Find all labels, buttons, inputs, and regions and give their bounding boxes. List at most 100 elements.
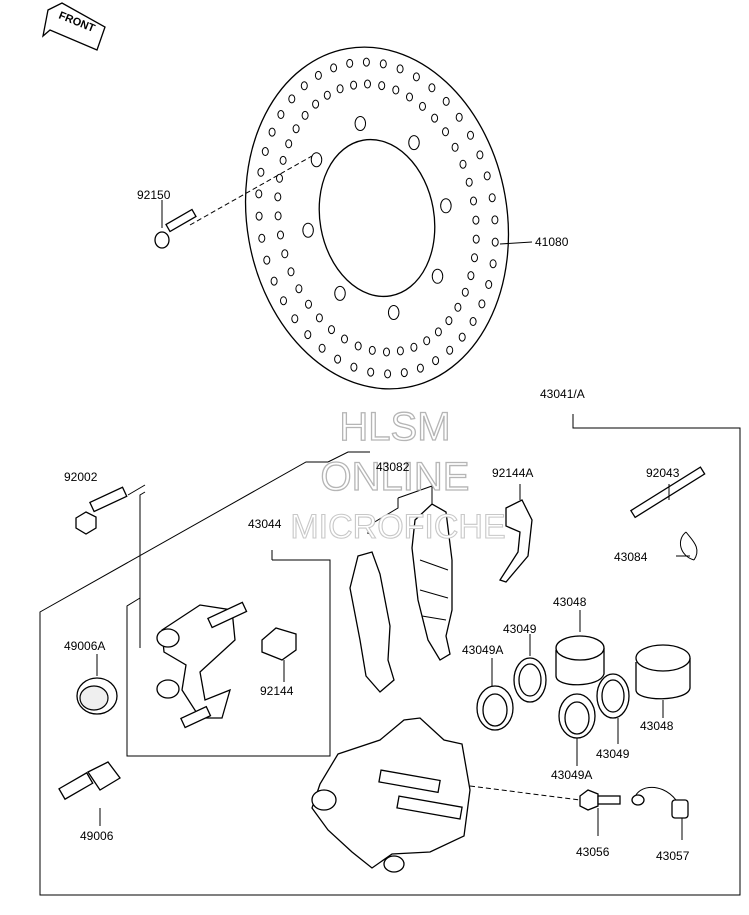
disc-vent-hole	[285, 139, 293, 149]
disc-vent-hole	[314, 70, 322, 80]
disc-vent-hole	[472, 215, 480, 225]
disc-bolt-hole	[310, 152, 323, 168]
disc-vent-hole	[472, 234, 480, 244]
piston-seal-b	[596, 673, 630, 744]
disc-vent-hole	[341, 334, 348, 344]
disc-vent-hole	[483, 171, 491, 181]
dust-seal-b	[558, 693, 596, 766]
disc-vent-hole	[465, 177, 473, 187]
disc-vent-hole	[263, 255, 271, 265]
anti-rattle-spring	[499, 484, 533, 583]
disc-vent-hole	[270, 276, 278, 286]
disc-vent-hole	[412, 72, 420, 82]
part-number-43049-upper: 43049	[503, 622, 537, 636]
disc-vent-hole	[291, 314, 299, 324]
part-number-43056: 43056	[576, 845, 610, 859]
disc-vent-hole	[318, 343, 326, 353]
disc-vent-hole	[367, 367, 375, 377]
part-number-43049A-upper: 43049A	[462, 643, 503, 657]
disc-vent-hole	[354, 341, 362, 351]
disc-vent-hole	[491, 237, 499, 247]
disc-vent-hole	[288, 94, 296, 104]
part-number-43049A-lower: 43049A	[551, 768, 592, 782]
caliper-assembly-frame	[39, 414, 741, 896]
disc-bolt-hole	[334, 285, 346, 301]
disc-vent-hole	[410, 342, 418, 352]
disc-vent-hole	[488, 193, 496, 203]
disc-vent-hole	[428, 83, 436, 93]
disc-vent-hole	[455, 112, 463, 122]
disc-vent-hole	[295, 284, 303, 294]
bracket-subframe	[126, 491, 331, 757]
watermark: HLSM ONLINE MICROFICHE	[290, 404, 506, 546]
disc-vent-hole	[470, 196, 477, 206]
pad-spring	[261, 627, 297, 682]
disc-vent-hole	[330, 63, 338, 73]
disc-vent-hole	[406, 92, 413, 102]
front-arrow-icon: FRONT	[42, 2, 106, 51]
disc-vent-hole	[328, 325, 335, 335]
caliper-bracket	[156, 601, 248, 729]
disc-vent-hole	[305, 299, 312, 309]
disc-vent-hole	[471, 253, 478, 263]
disc-vent-hole	[268, 127, 276, 137]
disc-vent-hole	[346, 58, 354, 68]
pin-boot	[76, 654, 118, 715]
part-number-43048-upper: 43048	[553, 595, 587, 609]
disc-vent-hole	[478, 299, 486, 309]
disc-vent-hole	[364, 79, 371, 89]
disc-bolt-hole	[408, 135, 420, 151]
part-number-92150: 92150	[137, 188, 171, 202]
disc-bolt-hole	[387, 305, 400, 320]
disc-vent-hole	[287, 267, 295, 277]
disc-vent-hole	[383, 347, 390, 357]
pin-clip	[676, 531, 698, 561]
disc-vent-hole	[312, 99, 320, 109]
caliper-body	[311, 717, 581, 873]
disc-vent-hole	[431, 113, 439, 123]
disc-vent-hole	[315, 313, 323, 323]
disc-vent-hole	[362, 57, 370, 67]
part-labels: 92150 41080 43041/A 92002 43082 92144A 9…	[64, 188, 690, 863]
part-number-43057: 43057	[656, 849, 690, 863]
disc-vent-hole	[300, 81, 308, 91]
disc-vent-hole	[279, 155, 287, 165]
disc-vent-hole	[445, 316, 453, 326]
disc-vent-hole	[379, 59, 387, 69]
disc-bolt-hole	[354, 116, 367, 131]
part-number-43048-lower: 43048	[640, 719, 674, 733]
disc-vent-hole	[280, 296, 287, 306]
piston-seal-a	[513, 634, 547, 703]
part-number-43082: 43082	[376, 460, 410, 474]
disc-vent-hole	[350, 362, 358, 372]
disc-vent-hole	[334, 354, 342, 364]
disc-vent-hole	[350, 80, 358, 90]
disc-vent-hole	[277, 110, 285, 119]
part-number-92144A: 92144A	[492, 466, 533, 480]
disc-vent-hole	[459, 159, 467, 169]
brake-disc	[244, 46, 510, 390]
disc-vent-hole	[276, 173, 283, 183]
part-number-49006: 49006	[80, 829, 114, 843]
disc-vent-hole	[261, 147, 269, 156]
disc-vent-hole	[368, 345, 376, 355]
disc-vent-hole	[378, 81, 386, 91]
disc-vent-hole	[442, 127, 449, 137]
disc-vent-hole	[277, 230, 284, 240]
disc-vent-hole	[255, 211, 263, 221]
disc-vent-hole	[432, 356, 440, 366]
part-number-41080: 41080	[535, 235, 569, 249]
part-number-92002: 92002	[64, 470, 98, 484]
disc-vent-hole	[451, 142, 459, 152]
part-number-43041A: 43041/A	[540, 387, 585, 401]
disc-vent-hole	[281, 249, 289, 259]
part-number-49006A: 49006A	[64, 639, 105, 653]
disc-vent-hole	[419, 101, 426, 111]
disc-vent-hole	[442, 96, 450, 106]
disc-vent-hole	[423, 336, 431, 346]
bleeder-cap	[631, 786, 689, 840]
disc-vent-hole	[396, 346, 404, 356]
disc-vent-hole	[489, 259, 497, 269]
disc-vent-hole	[491, 215, 499, 225]
